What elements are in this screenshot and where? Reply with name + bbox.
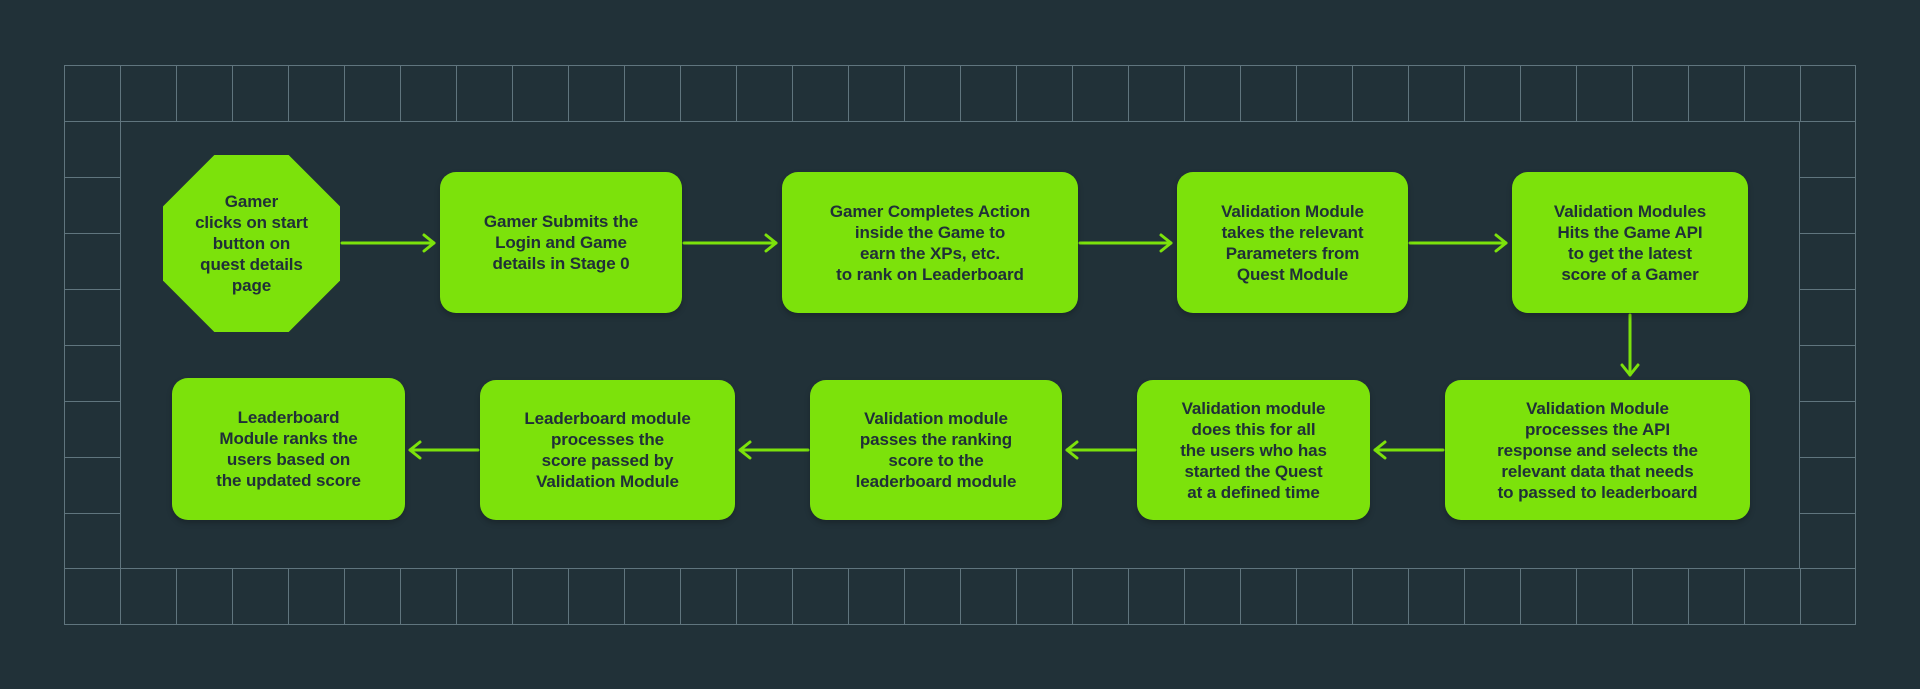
grid-band-right: [1799, 122, 1855, 568]
node-complete-action: Gamer Completes Action inside the Game t…: [782, 172, 1078, 313]
node-validation-passes-score: Validation module passes the ranking sco…: [810, 380, 1062, 520]
node-stage0-submit: Gamer Submits the Login and Game details…: [440, 172, 682, 313]
node-validation-takes-params: Validation Module takes the relevant Par…: [1177, 172, 1408, 313]
grid-band-left: [65, 122, 121, 568]
node-start-octagon: Gamer clicks on start button on quest de…: [163, 155, 340, 332]
grid-band-top: [65, 66, 1855, 122]
node-validation-hits-api: Validation Modules Hits the Game API to …: [1512, 172, 1748, 313]
node-leaderboard-processes: Leaderboard module processes the score p…: [480, 380, 735, 520]
node-validation-processes-response: Validation Module processes the API resp…: [1445, 380, 1750, 520]
grid-band-bottom: [65, 568, 1855, 624]
node-leaderboard-ranks: Leaderboard Module ranks the users based…: [172, 378, 405, 520]
grid-border-frame: [64, 65, 1856, 625]
node-validation-all-users: Validation module does this for all the …: [1137, 380, 1370, 520]
